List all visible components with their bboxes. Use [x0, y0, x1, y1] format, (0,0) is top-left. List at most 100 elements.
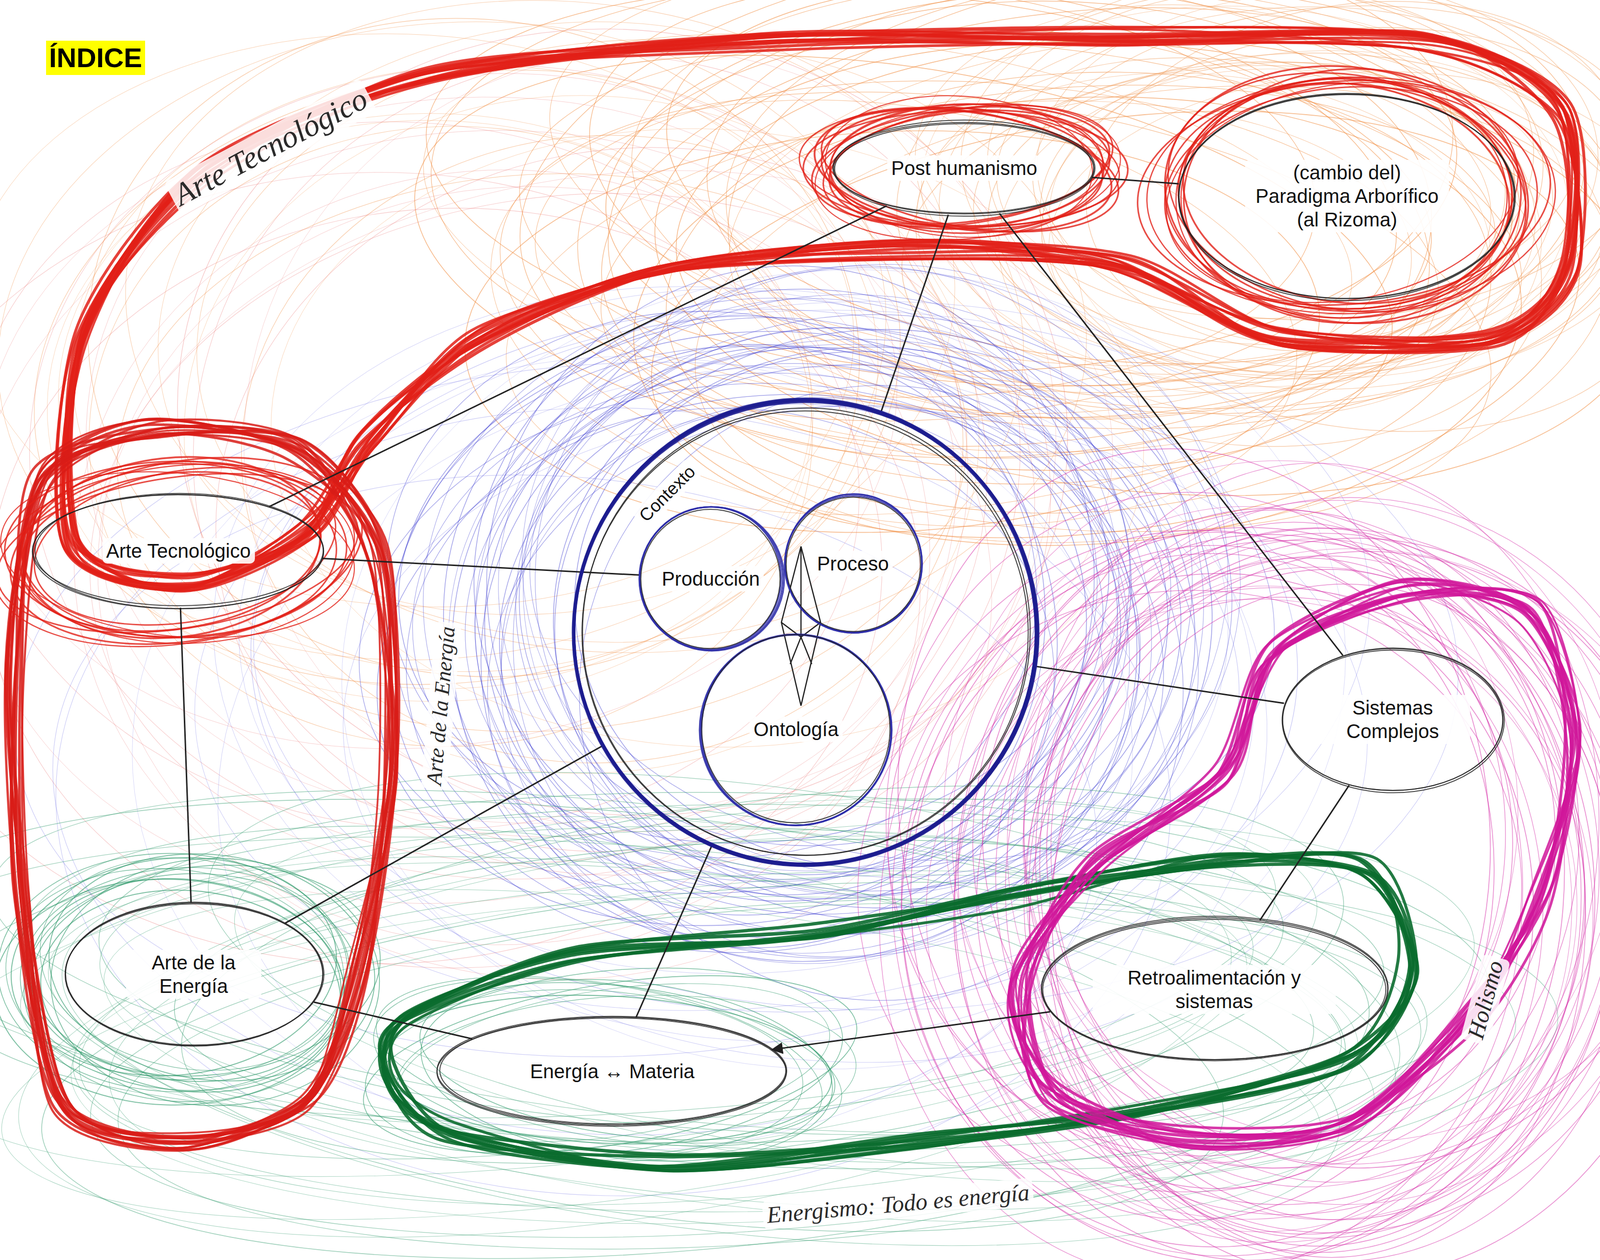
- scribble-loop: [884, 556, 1600, 1260]
- connector-line: [772, 1012, 1050, 1050]
- outline-stroke: [833, 120, 1096, 217]
- band-loop: [62, 35, 1579, 592]
- scribble-loop: [958, 0, 1600, 350]
- scribble-loop: [1130, 67, 1558, 319]
- scribble-loop: [361, 282, 1061, 887]
- band-loop: [1023, 591, 1572, 1141]
- outline-stroke: [32, 494, 324, 609]
- band-loop: [56, 32, 1586, 590]
- scribble-loop: [796, 98, 1124, 235]
- scribble-loop: [22, 446, 349, 647]
- band-loop: [70, 30, 1571, 589]
- band-loop: [1010, 578, 1576, 1150]
- scribble-loop: [946, 485, 1600, 1193]
- scribble-loop: [994, 538, 1600, 1250]
- scribble-loop: [954, 507, 1584, 1164]
- scribble-loop: [380, 306, 1127, 868]
- scribble-loop: [219, 110, 985, 788]
- scribble-loop: [0, 444, 366, 668]
- scribble-loop: [1143, 71, 1559, 320]
- scribble-loop: [21, 870, 363, 1106]
- scribble-loop: [146, 226, 1418, 1086]
- scribble-loop: [1060, 0, 1600, 389]
- concept-ellipse: Post humanismo: [831, 119, 1097, 218]
- scribble-loop: [32, 808, 1391, 1260]
- venn-circle: Proceso: [781, 492, 925, 635]
- band-label-box: Arte Tecnológico: [163, 78, 378, 216]
- scribble-loop: [15, 860, 353, 1088]
- scribble-loop: [0, 451, 369, 655]
- band-loop: [1012, 579, 1578, 1148]
- scribble-loop: [10, 454, 331, 649]
- scribble-loop: [67, 848, 1564, 1235]
- band-loop: [63, 38, 1577, 579]
- concept-ellipse: Energía ↔ Materia: [435, 1015, 789, 1128]
- band-loop: [1029, 594, 1579, 1138]
- band-loop: [71, 33, 1578, 588]
- outline-stroke: [581, 410, 1028, 855]
- page-title: ÍNDICE: [46, 40, 146, 75]
- venn-circle: Ontología: [698, 631, 895, 828]
- scribble-loop: [462, 50, 1326, 577]
- scribble-loop: [0, 75, 898, 877]
- scribble-loop: [46, 0, 901, 725]
- scribble-loop: [445, 337, 1065, 956]
- outline-stroke: [65, 903, 325, 1046]
- connector-line: [313, 1002, 473, 1040]
- concept-ellipse: Retroalimentación y sistemas: [1039, 916, 1390, 1064]
- connector-line: [1036, 666, 1285, 704]
- scribble-loop: [997, 495, 1600, 1253]
- scribble-loop: [450, 230, 1131, 931]
- scribble-loop: [1000, 535, 1600, 1260]
- venn-circle: Producción: [637, 505, 785, 653]
- outline-stroke: [1041, 918, 1388, 1060]
- connector-line: [880, 214, 949, 412]
- outline-stroke: [785, 494, 923, 633]
- scribble-loop: [613, 0, 1600, 448]
- outline-stroke: [1041, 916, 1388, 1062]
- outline-stroke: [574, 401, 1039, 865]
- scribble-loop: [488, 0, 1485, 479]
- scribble-loop: [860, 489, 1600, 1260]
- concept-ellipse: Arte Tecnológico: [31, 492, 326, 610]
- outline-stroke: [701, 634, 893, 826]
- outline-stroke: [439, 1017, 786, 1125]
- scribble-loop: [169, 821, 1389, 1162]
- concept-ellipse: Sistemas Complejos: [1279, 646, 1507, 794]
- scribble-loop: [983, 509, 1600, 1260]
- scribble-loop: [471, 285, 1135, 879]
- band-loop: [10, 431, 400, 1137]
- scribble-loop: [479, 340, 1200, 924]
- band-loop: [383, 852, 1410, 1157]
- band-loop: [381, 860, 1400, 1167]
- scribble-loop: [0, 29, 1017, 899]
- band-loop: [389, 854, 1414, 1172]
- scribble-loop: [0, 733, 1331, 1190]
- outline-stroke: [1178, 94, 1515, 299]
- outline-stroke: [1282, 650, 1503, 791]
- context-circle: ContextoProducciónProcesoOntología: [571, 397, 1041, 868]
- node-label: Proceso: [813, 550, 894, 577]
- title-box: ÍNDICE: [46, 40, 146, 75]
- band-loop: [69, 30, 1570, 575]
- outline-stroke: [1178, 94, 1516, 300]
- outline-stroke: [1042, 919, 1386, 1060]
- band-label-box: Holismo: [1460, 953, 1511, 1047]
- node-label: Producción: [657, 566, 764, 592]
- scribble-loop: [14, 442, 330, 654]
- band-label: Arte de la Energía: [421, 621, 462, 791]
- scribble-loop: [364, 947, 854, 1175]
- scribble-loop: [1010, 16, 1600, 478]
- scribble-loop: [1015, 540, 1600, 1150]
- scribble-loop: [85, 830, 1341, 1260]
- band-loop: [1025, 595, 1568, 1129]
- band-label: Holismo: [1460, 953, 1511, 1047]
- connector-line: [635, 845, 712, 1018]
- scribble-loop: [90, 761, 1494, 1260]
- scribble-loop: [1032, 0, 1600, 357]
- band-loop: [11, 419, 398, 1139]
- scribble-loop: [491, 287, 1313, 914]
- scribble-loop: [624, 57, 1600, 593]
- outline-stroke: [701, 634, 891, 824]
- outline-stroke: [639, 506, 783, 651]
